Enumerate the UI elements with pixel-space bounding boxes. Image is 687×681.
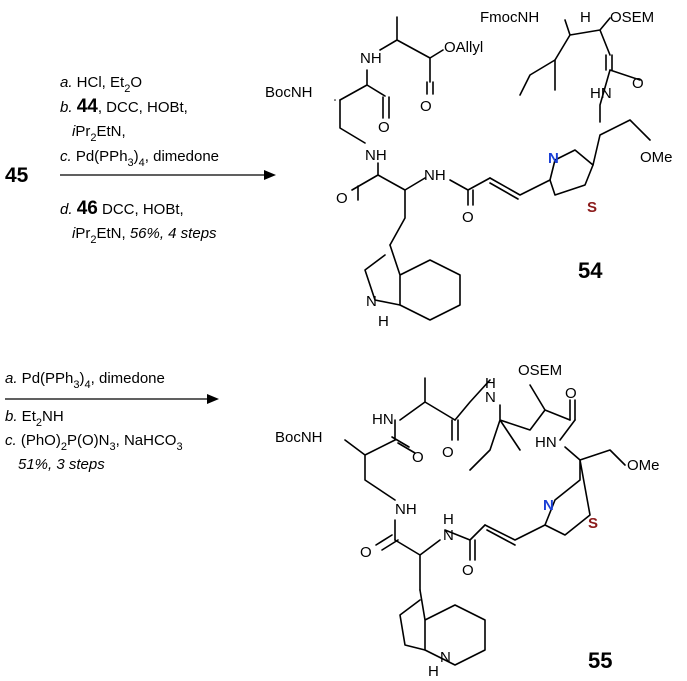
step1-reagent-b-base: iPr2EtN, [72, 123, 126, 144]
bond [469, 524, 486, 561]
nh1-label: NH [360, 50, 382, 67]
bond [339, 69, 386, 101]
bocnh-label: BocNH [265, 84, 313, 101]
o3-label-55: O [412, 449, 424, 466]
oallyl-label: OAllyl [444, 39, 483, 56]
ome-label: OMe [640, 149, 673, 166]
compound-45-label: 45 [5, 164, 29, 187]
thiazole-s-label-55: S [588, 515, 598, 532]
step2-arrowhead [207, 394, 219, 404]
bond [339, 99, 366, 144]
hn1-label: HN [372, 411, 394, 428]
indole-ring [389, 244, 461, 321]
o2-label-55: O [565, 385, 577, 402]
n2-label-55: N [443, 527, 454, 544]
bond [599, 69, 641, 123]
bond [559, 419, 576, 441]
h-label: H [580, 9, 591, 26]
indole-ring-55 [419, 589, 486, 666]
step2-reagent-a: a. Pd(PPh3)4, dimedone [5, 370, 165, 391]
bond [389, 177, 426, 246]
h-label-55: H [485, 375, 496, 392]
indole-n-label-55: N [440, 649, 451, 666]
bond [444, 529, 471, 541]
bond [569, 399, 576, 421]
indole-h-label: H [378, 313, 389, 330]
compound-55-label: 55 [588, 648, 612, 673]
o3-label: O [336, 190, 348, 207]
bond [592, 119, 651, 166]
n1-label-55: N [485, 389, 496, 406]
step1-arrowhead [264, 170, 276, 180]
thiazole-s-label: S [587, 199, 597, 216]
bond [394, 539, 441, 591]
indole-n-label: N [366, 293, 377, 310]
osem-label: OSEM [610, 9, 654, 26]
o5-label-55: O [462, 562, 474, 579]
bond [344, 439, 396, 501]
indole-pyrrole [364, 254, 401, 306]
o4-label-55: O [360, 544, 372, 561]
bond [454, 379, 491, 421]
step2-yield: 51%, 3 steps [18, 456, 105, 473]
o1-label: O [420, 98, 432, 115]
bond [382, 96, 390, 119]
step1-reagent-d-base: iPr2EtN, 56%, 4 steps [72, 225, 217, 246]
bond [375, 534, 399, 551]
step1-reagent-c: c. Pd(PPh3)4, dimedone [60, 148, 219, 169]
bond [489, 177, 551, 200]
o5-label: O [632, 75, 644, 92]
bond [519, 59, 556, 96]
step2-conditions: a. Pd(PPh3)4, dimedone b. Et2NH c. (PhO)… [5, 370, 219, 473]
osem-label-55: OSEM [518, 362, 562, 379]
o1-label-55: O [442, 444, 454, 461]
bond [451, 419, 459, 441]
bond [426, 81, 434, 95]
fmocnh-label: FmocNH [480, 9, 539, 26]
bond [469, 404, 546, 471]
o2-label: O [378, 119, 390, 136]
bond [391, 419, 416, 454]
compound-55-structure: HN O H N OSEM O HN OMe N S O H N O NH Bo… [275, 362, 660, 680]
nh3-label: NH [424, 167, 446, 184]
bond [564, 446, 626, 466]
bond [605, 54, 613, 71]
bond [484, 524, 546, 546]
bond [529, 384, 571, 421]
step1-reagent-a: a. HCl, Et2O [60, 74, 142, 95]
compound-54-label: 54 [578, 258, 603, 283]
thiazole-n-label-55: N [543, 497, 554, 514]
thiazole-n-label: N [548, 150, 559, 167]
o4-label: O [462, 209, 474, 226]
bond [449, 177, 491, 206]
bocnh-label-55: BocNH [275, 429, 323, 446]
ome-label-55: OMe [627, 457, 660, 474]
indole-h-label-55: H [428, 663, 439, 680]
bond [554, 17, 611, 91]
hn2-label-55: HN [535, 434, 557, 451]
step1-reagent-d: d. 46 DCC, HOBt, [60, 198, 184, 219]
step2-reagent-c: c. (PhO)2P(O)N3, NaHCO3 [5, 432, 183, 453]
bond [351, 162, 406, 191]
bond [396, 16, 444, 83]
step1-reagent-b: b. 44, DCC, HOBt, [60, 96, 188, 117]
step1-conditions: 45 a. HCl, Et2O b. 44, DCC, HOBt, iPr2Et… [5, 74, 276, 246]
compound-54-structure: OAllyl O NH O BocNH NH O NH O N S OMe HN… [265, 9, 673, 330]
nh2-label: NH [365, 147, 387, 164]
step2-reagent-b: b. Et2NH [5, 408, 64, 429]
h2-label-55: H [443, 511, 454, 528]
hn-label: HN [590, 85, 612, 102]
bond [399, 377, 456, 421]
nh-label-55: NH [395, 501, 417, 518]
bond [379, 39, 398, 51]
indole-pyrrole-55 [399, 599, 426, 651]
